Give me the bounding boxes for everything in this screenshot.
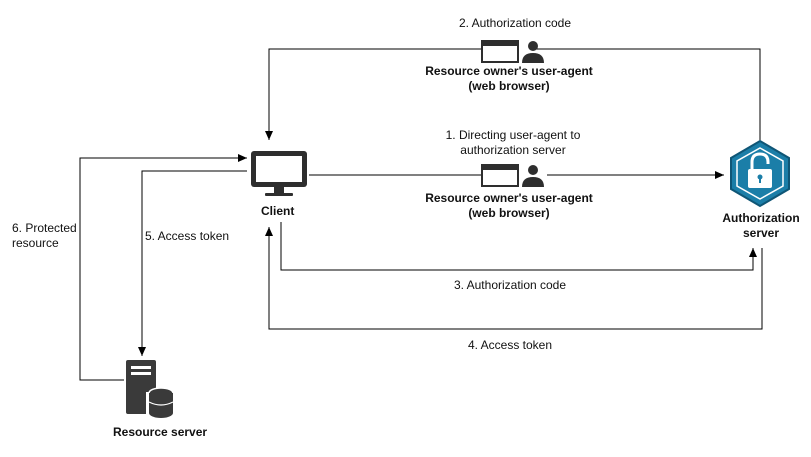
flow-6-label: 6. Protected resource bbox=[12, 221, 77, 250]
flow-5-line bbox=[138, 170, 247, 356]
client-label: Client bbox=[261, 204, 295, 218]
flow-6-line bbox=[79, 154, 247, 381]
flow-3-label: 3. Authorization code bbox=[453, 278, 567, 292]
authorization-server-label: Authorization server bbox=[722, 211, 800, 240]
user-agent-top-label: Resource owner's user-agent (web browser… bbox=[425, 64, 593, 93]
flow-2-line bbox=[265, 48, 761, 140]
shield-padlock-icon bbox=[730, 139, 790, 208]
flow-2-label: 2. Authorization code bbox=[458, 16, 572, 30]
flow-1-label: 1. Directing user-agent to authorization… bbox=[445, 128, 581, 157]
browser-window-with-user-icon bbox=[481, 40, 544, 63]
server-tower-with-database-icon bbox=[126, 360, 174, 418]
flow-3-line bbox=[280, 222, 757, 271]
user-agent-mid-label: Resource owner's user-agent (web browser… bbox=[425, 191, 593, 220]
desktop-monitor-icon bbox=[251, 151, 307, 196]
flow-5-label: 5. Access token bbox=[145, 229, 230, 243]
resource-server-label: Resource server bbox=[113, 425, 208, 439]
browser-window-with-user-icon bbox=[481, 164, 544, 187]
flow-4-line bbox=[265, 227, 763, 330]
flow-4-label: 4. Access token bbox=[467, 338, 553, 352]
